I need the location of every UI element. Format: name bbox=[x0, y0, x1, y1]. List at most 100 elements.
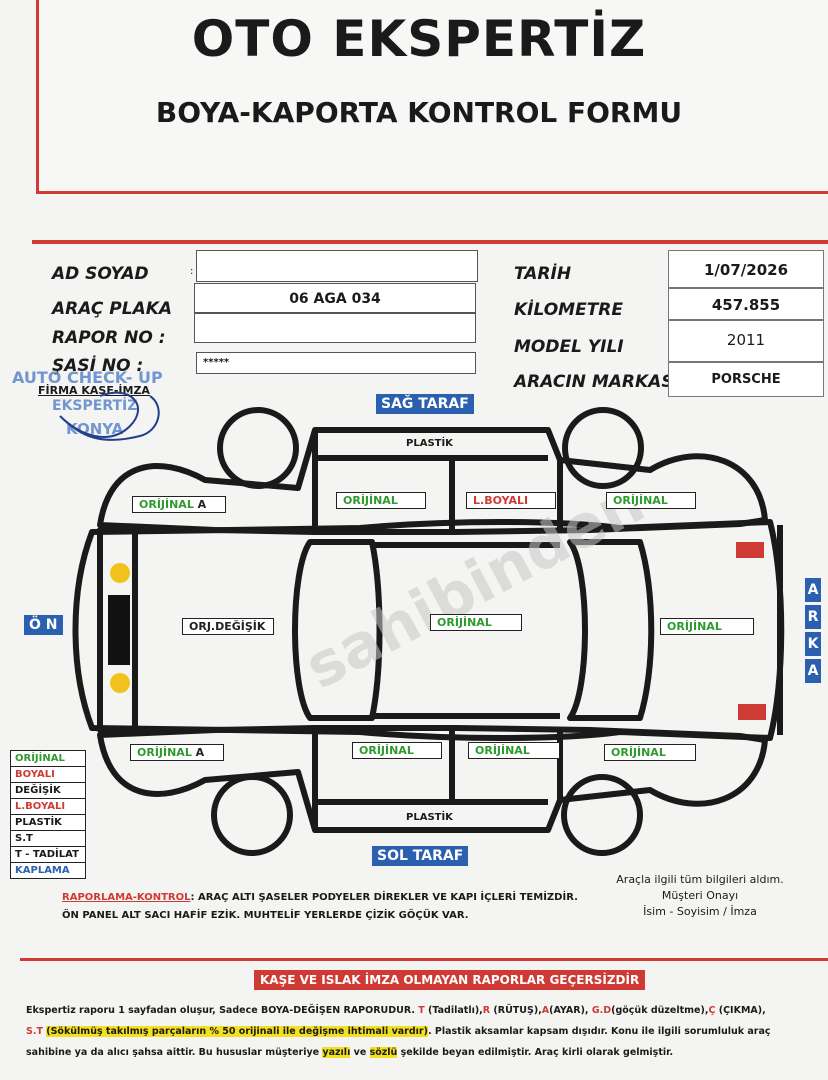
approval-block: Araçla ilgili tüm bilgileri aldım. Müşte… bbox=[600, 872, 800, 920]
legend-item: PLASTİK bbox=[10, 814, 86, 830]
tarih-field[interactable]: 1/07/2026 bbox=[668, 250, 824, 288]
legend-item: L.BOYALI bbox=[10, 798, 86, 814]
wheel-right-rear bbox=[562, 407, 644, 489]
part-right-rear-fender[interactable]: ORİJİNAL bbox=[606, 492, 696, 509]
stamp-line3: KONYA bbox=[66, 420, 124, 438]
plastik-bottom-label: PLASTİK bbox=[406, 812, 453, 823]
footer-seg: (göçük düzeltme), bbox=[611, 1005, 709, 1016]
field-marker: : bbox=[190, 266, 194, 277]
top-body-outline bbox=[72, 519, 785, 741]
stamp-line2: EKSPERTİZ bbox=[52, 398, 138, 414]
part-left-rear-fender[interactable]: ORİJİNAL bbox=[604, 744, 696, 761]
warning-banner: KAŞE VE ISLAK İMZA OLMAYAN RAPORLAR GEÇE… bbox=[254, 970, 646, 990]
footer-seg: R bbox=[482, 1005, 491, 1016]
tarih-label: TARİH bbox=[514, 264, 572, 284]
part-left-front-fender[interactable]: ORİJİNAL A bbox=[130, 744, 224, 761]
part-left-front-door[interactable]: ORİJİNAL bbox=[352, 742, 442, 759]
legend-item: T - TADİLAT bbox=[10, 846, 86, 862]
kilometre-field[interactable]: 457.855 bbox=[668, 288, 824, 320]
arac-plaka-label: ARAÇ PLAKA bbox=[52, 299, 173, 319]
footer-seg: (Tadilatlı), bbox=[424, 1005, 483, 1016]
wheel-right-front bbox=[217, 407, 299, 489]
approval-line2: Müşteri Onayı bbox=[661, 889, 739, 902]
part-roof[interactable]: ORİJİNAL bbox=[430, 614, 522, 631]
part-status: ORİJİNAL bbox=[139, 498, 194, 511]
arka-letter: K bbox=[805, 632, 821, 656]
on-tag: Ö N bbox=[24, 615, 63, 635]
notes-text: : ARAÇ ALTI ŞASELER PODYELER DİREKLER VE… bbox=[190, 892, 578, 903]
rapor-no-field[interactable] bbox=[194, 313, 476, 343]
part-left-rear-door[interactable]: ORİJİNAL bbox=[468, 742, 560, 759]
wheel-left-rear bbox=[561, 774, 643, 856]
left-side-panels bbox=[312, 728, 563, 830]
footer-seg: Ekspertiz raporu 1 sayfadan oluşur, Sade… bbox=[26, 1005, 419, 1016]
footer-line1: Ekspertiz raporu 1 sayfadan oluşur, Sade… bbox=[26, 1000, 826, 1021]
legend-item: BOYALI bbox=[10, 766, 86, 782]
legend-item: KAPLAMA bbox=[10, 862, 86, 879]
stamp-line1: AUTO CHECK- UP bbox=[12, 368, 163, 387]
header-box: OTO EKSPERTİZ BOYA-KAPORTA KONTROL FORMU bbox=[36, 0, 828, 194]
ad-soyad-field[interactable] bbox=[196, 250, 478, 282]
approval-line3: İsim - Soyisim / İmza bbox=[643, 905, 757, 918]
notes-line2: ÖN PANEL ALT SACI HAFİF EZİK. MUHTELİF Y… bbox=[62, 910, 469, 921]
footer-seg: yazılı bbox=[322, 1047, 351, 1058]
approval-line1: Araçla ilgili tüm bilgileri aldım. bbox=[616, 873, 784, 886]
ad-soyad-label: AD SOYAD bbox=[52, 264, 149, 284]
arac-plaka-field[interactable]: 06 AGA 034 bbox=[194, 283, 476, 313]
sol-taraf-tag: SOL TARAF bbox=[372, 846, 469, 866]
notes-line1: RAPORLAMA-KONTROL: ARAÇ ALTI ŞASELER POD… bbox=[62, 892, 578, 903]
notes-label: RAPORLAMA-KONTROL bbox=[62, 892, 191, 903]
model-yili-label: MODEL YILI bbox=[514, 337, 624, 357]
legend-item: DEĞİŞİK bbox=[10, 782, 86, 798]
headlight-left bbox=[110, 673, 130, 693]
taillight-left bbox=[738, 704, 766, 720]
cabin-lines bbox=[370, 542, 560, 719]
footer-text: Ekspertiz raporu 1 sayfadan oluşur, Sade… bbox=[26, 1000, 826, 1063]
footer-seg: G.D bbox=[591, 1005, 612, 1016]
taillight-right bbox=[736, 542, 764, 558]
front-grille bbox=[108, 595, 130, 665]
marka-field[interactable]: PORSCHE bbox=[668, 362, 824, 397]
part-right-rear-door[interactable]: L.BOYALI bbox=[466, 492, 556, 509]
footer-seg: sahibine ya da alıcı şahsa aittir. Bu hu… bbox=[26, 1047, 323, 1058]
arka-letter: A bbox=[805, 659, 821, 683]
footer-seg: Ç bbox=[708, 1005, 716, 1016]
sag-taraf-tag: SAĞ TARAF bbox=[376, 394, 474, 414]
part-hood[interactable]: ORJ.DEĞİŞİK bbox=[182, 618, 274, 635]
arka-letter: A bbox=[805, 578, 821, 602]
rear-window bbox=[567, 539, 655, 721]
part-right-front-fender[interactable]: ORİJİNAL A bbox=[132, 496, 226, 513]
footer-line3: sahibine ya da alıcı şahsa aittir. Bu hu… bbox=[26, 1042, 826, 1063]
front-bumper bbox=[97, 527, 138, 733]
kilometre-label: KİLOMETRE bbox=[514, 300, 624, 320]
footer-seg: S.T bbox=[26, 1026, 43, 1037]
footer-seg: şekilde beyan edilmiştir. Araç kirli ola… bbox=[397, 1047, 674, 1058]
divider-bottom bbox=[20, 958, 828, 961]
part-trunk[interactable]: ORİJİNAL bbox=[660, 618, 754, 635]
divider-top bbox=[32, 240, 828, 244]
footer-seg: . Plastik aksamlar kapsam dışıdır. Konu … bbox=[427, 1026, 771, 1037]
sasi-no-field[interactable]: ***** bbox=[196, 352, 476, 374]
rapor-no-label: RAPOR NO : bbox=[52, 328, 166, 348]
model-yili-field[interactable]: 2011 bbox=[668, 320, 824, 362]
headlight-right bbox=[110, 563, 130, 583]
sasi-no-label: ŞASİ NO : bbox=[52, 356, 144, 376]
footer-seg: A bbox=[541, 1005, 550, 1016]
plastik-top-label: PLASTİK bbox=[406, 438, 453, 449]
part-code: A bbox=[197, 498, 207, 511]
footer-seg: (Sökülmüş takılmış parçaların % 50 oriji… bbox=[46, 1026, 428, 1037]
marka-label: ARACIN MARKASI bbox=[514, 372, 680, 392]
part-right-front-door[interactable]: ORİJİNAL bbox=[336, 492, 426, 509]
part-status: ORİJİNAL bbox=[137, 746, 192, 759]
form-title: OTO EKSPERTİZ bbox=[191, 10, 647, 68]
arka-letter: R bbox=[805, 605, 821, 629]
signature-mark bbox=[59, 391, 160, 441]
footer-seg: (AYAR), bbox=[549, 1005, 592, 1016]
legend-item: ORİJİNAL bbox=[10, 750, 86, 766]
part-code: A bbox=[195, 746, 205, 759]
footer-seg: T bbox=[418, 1005, 425, 1016]
arka-tag: A R K A bbox=[805, 578, 821, 683]
footer-seg: (RÜTUŞ), bbox=[490, 1005, 542, 1016]
form-subtitle: BOYA-KAPORTA KONTROL FORMU bbox=[155, 96, 683, 129]
right-side-panels bbox=[312, 430, 563, 532]
